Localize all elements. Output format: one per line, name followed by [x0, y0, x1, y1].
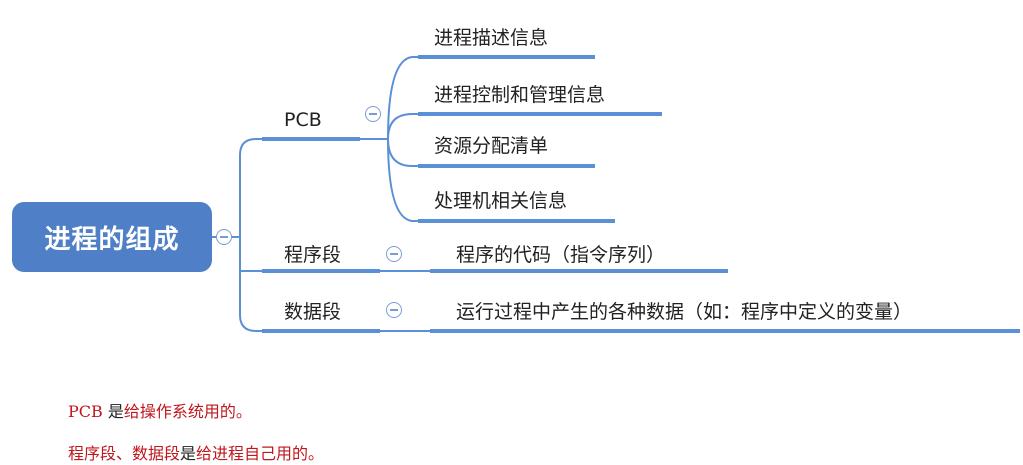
- collapse-program-segment-icon[interactable]: [386, 246, 402, 262]
- node-pcb-child-4[interactable]: 处理机相关信息: [434, 190, 568, 212]
- note-1-pcb: PCB: [68, 402, 103, 421]
- node-data-segment[interactable]: 数据段: [284, 301, 342, 323]
- note-line-2: 程序段、数据段是给进程自己用的。: [68, 440, 324, 464]
- node-runtime-data[interactable]: 运行过程中产生的各种数据（如：程序中定义的变量）: [456, 301, 913, 323]
- connector-lines: [212, 56, 430, 332]
- node-program-segment[interactable]: 程序段: [284, 244, 342, 266]
- note-2-purpose: 给进程自己用的。: [196, 444, 325, 463]
- collapse-data-segment-icon[interactable]: [386, 302, 402, 318]
- note-1-purpose: 给操作系统用的。: [123, 402, 252, 421]
- note-1-is: 是: [107, 402, 124, 421]
- note-line-1: PCB 是给操作系统用的。: [68, 398, 252, 422]
- node-pcb-child-2[interactable]: 进程控制和管理信息: [434, 84, 606, 106]
- underlines: [262, 55, 1020, 333]
- node-pcb[interactable]: PCB: [284, 109, 322, 131]
- collapse-pcb-icon[interactable]: [365, 106, 381, 122]
- mindmap-root-node[interactable]: 进程的组成: [12, 202, 212, 272]
- note-2-is: 是: [180, 444, 197, 463]
- note-2-segments: 程序段、数据段: [68, 444, 181, 463]
- node-pcb-child-3[interactable]: 资源分配清单: [434, 135, 549, 157]
- node-program-code[interactable]: 程序的代码（指令序列）: [456, 244, 666, 266]
- collapse-root-icon[interactable]: [216, 229, 232, 245]
- node-pcb-child-1[interactable]: 进程描述信息: [434, 27, 549, 49]
